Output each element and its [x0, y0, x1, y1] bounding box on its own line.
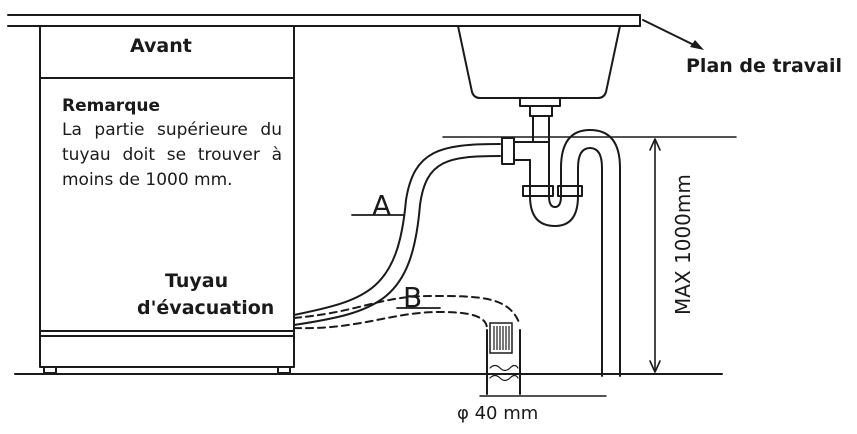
- worktop-label: Plan de travail: [686, 55, 843, 77]
- hose-b-label: B: [403, 281, 422, 314]
- worktop: [7, 14, 641, 27]
- hose-b: [293, 295, 521, 331]
- drain-hose-label-line1: Tuyau: [165, 270, 229, 292]
- diameter-label: φ 40 mm: [457, 403, 539, 424]
- worktop-pointer: [642, 19, 697, 47]
- max-height-dimension: [649, 138, 661, 373]
- max-height-label: MAX 1000mm: [671, 174, 695, 315]
- worktop-pointer-arrowhead: [690, 40, 704, 50]
- drain-hose-label: Tuyau d'évacuation: [137, 268, 274, 322]
- sink-basin: [457, 25, 621, 117]
- drain-grating-bars: [493, 326, 510, 350]
- front-label: Avant: [130, 35, 192, 57]
- hose-a-label: A: [372, 189, 391, 222]
- floor-drain-pipe: [479, 329, 607, 397]
- drain-hose-label-line2: d'évacuation: [137, 297, 275, 319]
- note-title: Remarque: [62, 96, 160, 116]
- dishwasher-body: [39, 25, 295, 374]
- note-body: La partie supérieure du tuyau doit se tr…: [62, 120, 282, 190]
- hose-a: [293, 143, 501, 326]
- siphon-trap: [501, 115, 621, 377]
